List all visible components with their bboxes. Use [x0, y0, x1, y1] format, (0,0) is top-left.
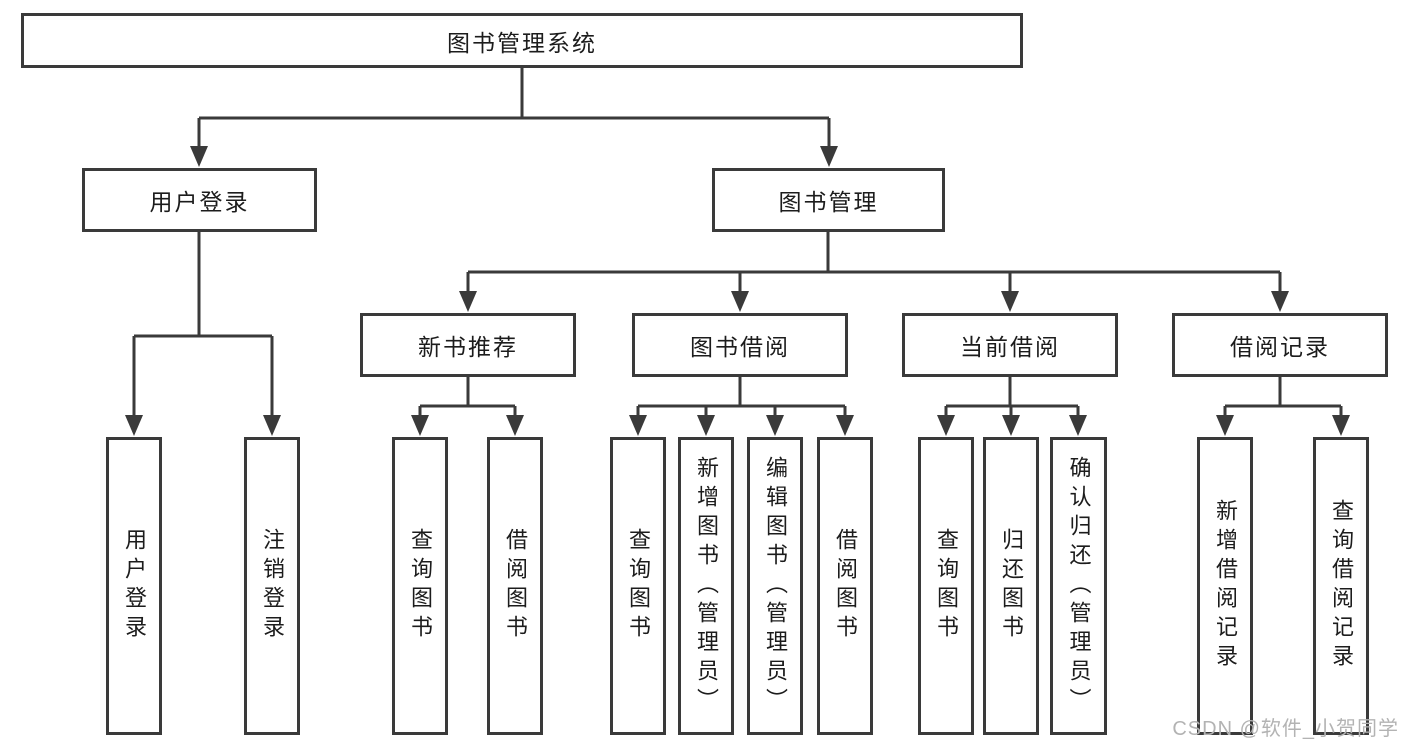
leaf-user-login: 用户登录: [106, 437, 162, 735]
leaf-query-books-current: 查询图书: [918, 437, 974, 735]
node-current-borrow: 当前借阅: [902, 313, 1118, 377]
node-root: 图书管理系统: [21, 13, 1023, 68]
leaf-add-books-admin: 新增图书（管理员）: [678, 437, 734, 735]
arrowheads: [125, 146, 1350, 436]
leaf-query-books-recommend: 查询图书: [392, 437, 448, 735]
leaf-add-borrow-record: 新增借阅记录: [1197, 437, 1253, 735]
leaf-edit-books-admin: 编辑图书（管理员）: [747, 437, 803, 735]
node-user-login: 用户登录: [82, 168, 317, 232]
leaf-logout: 注销登录: [244, 437, 300, 735]
leaf-return-books: 归还图书: [983, 437, 1039, 735]
node-book-borrow: 图书借阅: [632, 313, 848, 377]
node-new-book-recommend: 新书推荐: [360, 313, 576, 377]
leaf-query-borrow-record: 查询借阅记录: [1313, 437, 1369, 735]
csdn-watermark: CSDN @软件_小贺同学: [1172, 718, 1399, 740]
node-book-management: 图书管理: [712, 168, 945, 232]
leaf-borrow-books-recommend: 借阅图书: [487, 437, 543, 735]
node-borrow-records: 借阅记录: [1172, 313, 1388, 377]
leaf-borrow-books: 借阅图书: [817, 437, 873, 735]
leaf-query-books-borrow: 查询图书: [610, 437, 666, 735]
leaf-confirm-return-admin: 确认归还（管理员）: [1050, 437, 1107, 735]
